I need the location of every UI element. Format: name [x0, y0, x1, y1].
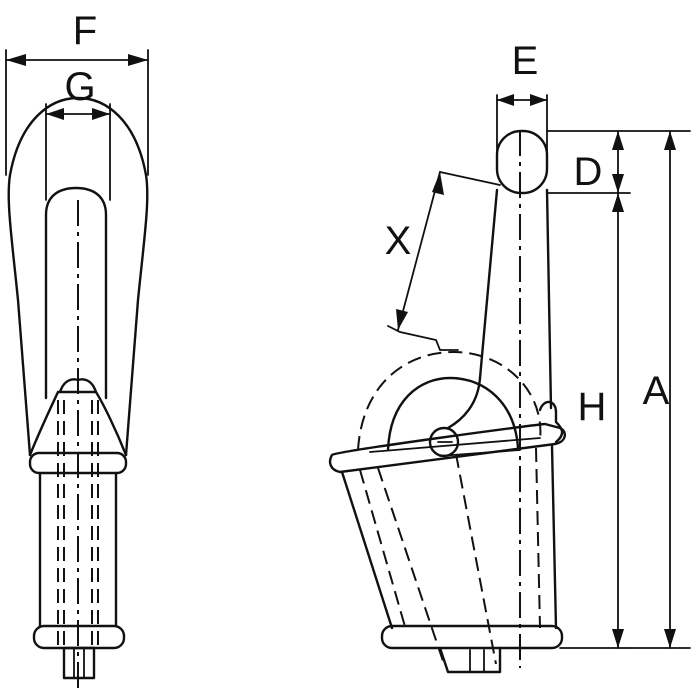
front-inner-slot — [44, 186, 108, 400]
label-a: A — [643, 369, 670, 413]
label-g: G — [64, 65, 95, 109]
label-e: E — [512, 39, 539, 83]
dimension-d: D — [546, 130, 691, 194]
dimension-x: X — [385, 171, 501, 351]
side-hidden-line-3 — [455, 453, 497, 665]
label-d: D — [574, 150, 603, 194]
label-h: H — [578, 385, 607, 429]
side-inner-arc — [386, 376, 520, 452]
label-x: X — [385, 219, 412, 263]
side-hidden-line-4 — [535, 447, 541, 629]
dimension-e: E — [496, 39, 548, 161]
side-hidden-line-1 — [359, 469, 407, 631]
dimension-h: H — [559, 192, 631, 649]
side-upper-collar — [328, 422, 567, 474]
front-body-outline — [7, 96, 149, 457]
side-lower-collar — [380, 624, 564, 650]
dimension-a: A — [629, 130, 691, 649]
label-f: F — [73, 9, 97, 53]
side-eye — [495, 129, 549, 195]
side-view — [328, 129, 567, 674]
side-outer-arc-hidden — [357, 350, 542, 451]
dimension-f: F — [5, 9, 149, 176]
side-bolt-end — [438, 646, 502, 674]
dimension-g: G — [45, 65, 111, 201]
front-view — [7, 96, 149, 690]
front-bolt-end — [62, 646, 96, 680]
side-hidden-line-2 — [377, 467, 445, 665]
